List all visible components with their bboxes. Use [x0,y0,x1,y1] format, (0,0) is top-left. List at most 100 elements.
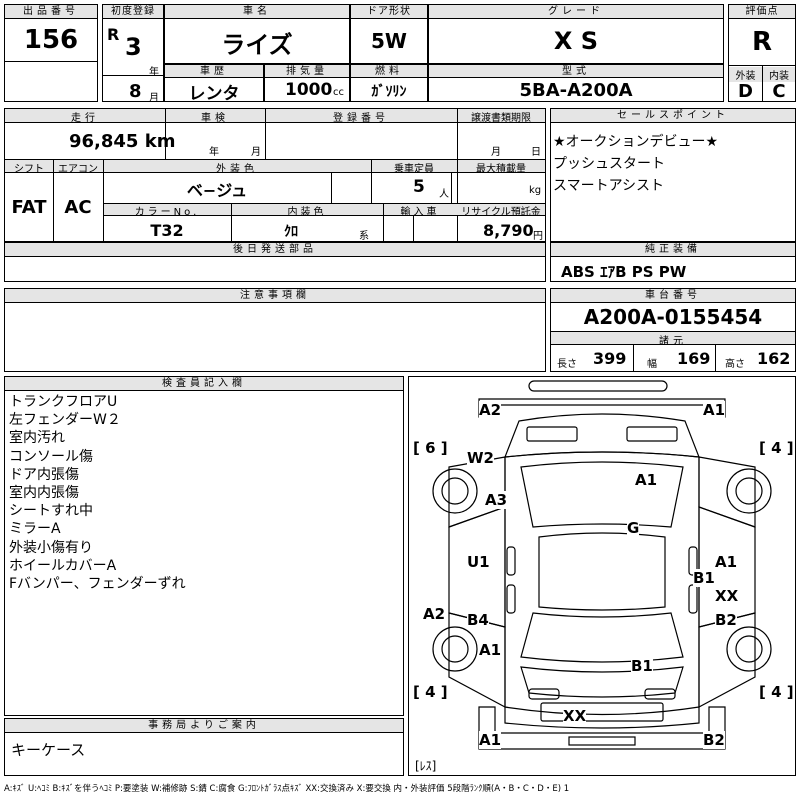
interior-score: C [772,81,786,102]
inspector-line: 室内内張傷 [9,485,79,502]
mark-g: G [627,519,640,537]
month-value: 8 [129,81,142,102]
lot-number-label: 出品番号 [5,5,97,19]
interior-color-value: ｸﾛ [284,224,298,240]
office-label: 事務局よりご案内 [5,719,403,733]
era-letter: R [107,25,120,44]
notes-box: 注意事項欄 [4,288,546,372]
mark-b2-bottom-right: B2 [703,731,725,749]
mark-w2: W2 [467,449,494,467]
fuel-value: ｶﾞｿﾘﾝ [371,84,407,100]
height-label: 高さ [725,359,745,370]
history-label: 車歴 [165,65,263,78]
load-label: 最大積載量 [476,164,526,175]
sales-point-item: スマートアシスト [553,178,665,194]
car-diagram [432,380,772,750]
recycle-unit: 円 [533,231,543,242]
inspection-month-unit: 月 [251,147,261,158]
exterior-label: 外装 [729,67,762,82]
length-value: 399 [593,349,627,368]
displacement-unit: cc [333,87,344,98]
inspector-line: 外装小傷有り [9,539,93,556]
score-value: R [751,27,773,57]
door-label: ドア形状 [351,5,427,19]
inspector-line: Fバンパー、フェンダーずれ [9,576,186,593]
notes-label: 注意事項欄 [5,289,545,303]
ac-value: AC [64,197,92,218]
width-label: 幅 [647,359,657,370]
inspector-line: トランクフロアU [9,394,118,410]
height-value: 162 [757,349,791,368]
tire-tread-rear-left: [ 4 ] [413,683,448,701]
vehicle-info-block: 走行 車検 登録番号 譲渡書類期限 96,845 km 年 月 月 日 シフト … [4,108,546,242]
mileage-label: 走行 [71,113,99,124]
displacement-label: 排気量 [265,65,349,78]
exterior-score: D [738,81,753,102]
inspection-label: 車検 [201,113,229,124]
office-value: キーケース [11,741,86,759]
door-value: 5W [371,29,407,53]
car-name-label: 車名 [165,5,349,19]
color-value: ベ−ジュ [186,181,248,200]
mark-a1-right: A1 [715,553,738,571]
grade-box: グレード X S [428,4,724,64]
fuel-box: 燃料 ｶﾞｿﾘﾝ [350,64,428,102]
plate-label: 登録番号 [333,113,389,124]
shift-value: FAT [11,197,47,218]
first-registration-box: 初度登録 R 3 年 8 月 [102,4,164,104]
history-value: レンタ [188,84,240,104]
mark-u1: U1 [467,553,490,571]
mark-a2-left: A2 [423,605,446,623]
chassis-label: 車台番号 [551,289,795,303]
mark-a1-roof: A1 [635,471,658,489]
shift-label: シフト [14,164,44,175]
length-label: 長さ [557,359,577,370]
recycle-value: 8,790 [483,221,534,240]
score-box: 評価点 R 外装 内装 D C [728,4,796,102]
year-unit: 年 [149,67,159,78]
history-box: 車歴 レンタ [164,64,264,104]
lot-number-value: 156 [23,25,79,55]
equipment-label: 純正装備 [551,243,795,257]
mark-b4: B4 [467,611,489,629]
later-parts-label: 後日発送部品 [5,243,545,257]
equipment-value: ABS ｴｱB PS PW [561,263,687,281]
inspector-line: 室内汚れ [9,430,65,447]
interior-color-label: 内装色 [287,207,327,218]
inspector-line: ドア内張傷 [9,466,79,483]
interior-color-unit: 系 [359,231,369,242]
mark-a3: A3 [485,491,508,509]
color-no-value: T32 [150,221,184,240]
car-name-value: ライズ [221,31,293,59]
dimensions-label: 諸元 [659,336,687,347]
car-name-box: 車名 ライズ [164,4,350,64]
import-label: 輸入車 [400,207,440,218]
sales-point-item: プッシュスタート [553,156,665,172]
tire-tread-front-right: [ 4 ] [759,439,794,457]
ac-label: エアコン [58,164,98,175]
mark-a1-top-right: A1 [703,401,726,419]
inspector-line: ホイールカバーA [9,557,117,574]
inspector-line: コンソール傷 [9,448,93,465]
sales-point-item: ★オークションデビュー★ [553,134,719,150]
year-value: 3 [125,33,142,61]
inspector-line: 左フェンダーW２ [9,412,121,429]
mark-a2-top-left: A2 [479,401,502,419]
capacity-label: 乗車定員 [394,164,434,175]
fuel-label: 燃料 [351,65,427,78]
month-unit: 月 [149,93,159,104]
tire-tread-front-left: [ 6 ] [413,439,448,457]
grade-value: X S [553,27,599,55]
mark-xx-bottom: XX [563,707,587,725]
model-box: 型式 5BA-A200A [428,64,724,102]
capacity-unit: 人 [439,189,449,200]
load-unit: kg [529,185,542,196]
inspector-label: 検査員記入欄 [5,377,403,391]
transfer-day-unit: 日 [531,147,541,158]
chassis-value: A200A-0155454 [583,305,763,329]
office-box: 事務局よりご案内 キーケース [4,718,404,776]
tire-tread-rear-right: [ 4 ] [759,683,794,701]
interior-label: 内装 [763,67,795,82]
